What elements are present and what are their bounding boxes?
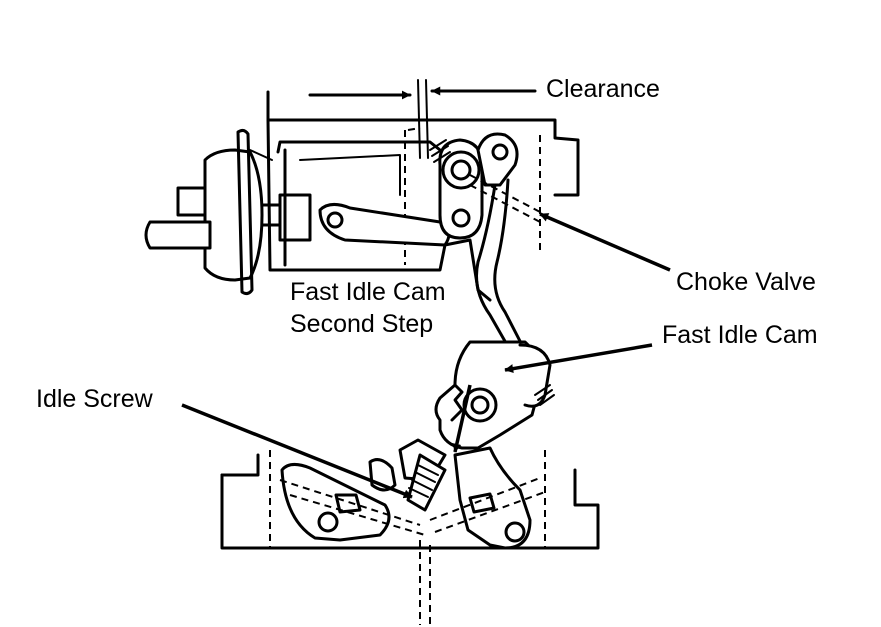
vacuum-break <box>144 128 451 296</box>
second-step-leader <box>452 384 472 453</box>
choke-valve-leader <box>539 212 671 272</box>
idle-screw-leader <box>181 403 413 499</box>
fast-idle-cam-leader <box>504 343 653 374</box>
cam-link-rod <box>475 178 524 352</box>
upper-body <box>266 90 580 302</box>
clearance-dimension <box>308 79 537 159</box>
second-step-label-line2: Second Step <box>290 310 433 338</box>
clearance-label: Clearance <box>546 75 660 103</box>
choke-shaft <box>429 132 541 240</box>
lower-body <box>220 438 600 625</box>
leader-lines <box>181 212 671 499</box>
fast-idle-cam <box>434 340 555 450</box>
choke-valve-label: Choke Valve <box>676 268 816 296</box>
second-step-label-line1: Fast Idle Cam <box>290 278 446 306</box>
fast-idle-cam-label: Fast Idle Cam <box>662 321 818 349</box>
idle-screw-label: Idle Screw <box>36 385 154 413</box>
